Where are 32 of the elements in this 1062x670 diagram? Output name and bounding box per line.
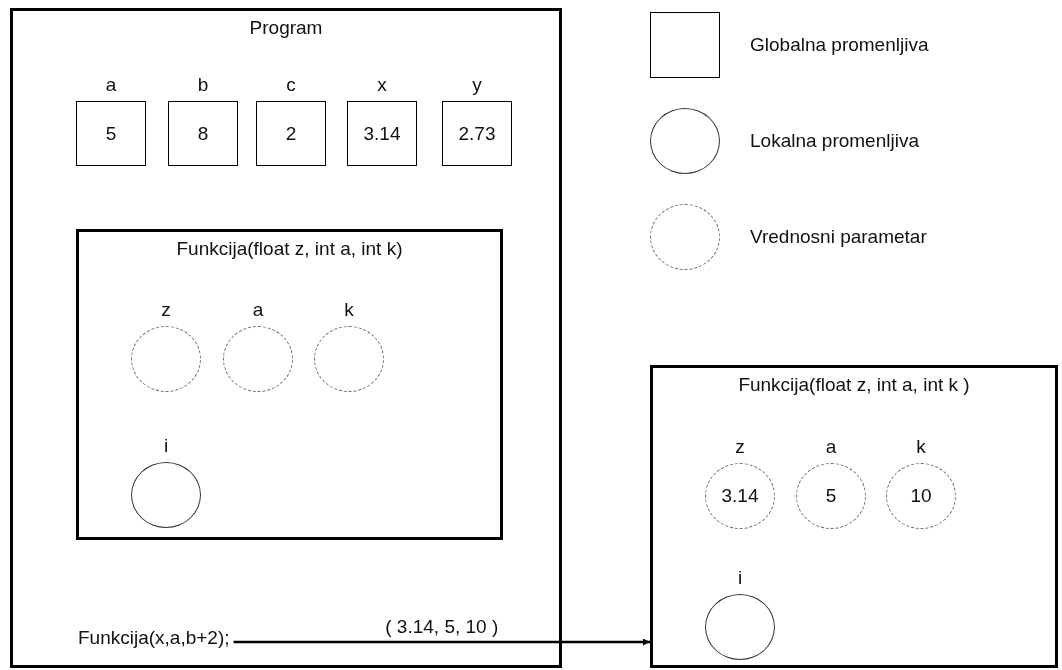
function-signature: Funkcija(float z, int a, int k ) (738, 374, 970, 396)
function-frame (650, 365, 1058, 668)
variable-name: k (344, 298, 354, 322)
legend-label: Lokalna promenljiva (750, 130, 919, 152)
variable-name: a (825, 435, 837, 459)
variable-name: i (737, 566, 743, 590)
variable-box: 8 (168, 101, 238, 166)
parameter-circle: 5 (796, 463, 866, 529)
variable-box: 5 (76, 101, 146, 166)
variable-box: 2.73 (442, 101, 512, 166)
variable-name: k (916, 435, 926, 459)
variable-name: y (472, 73, 482, 97)
variable-name: i (163, 434, 169, 458)
variable-name: a (105, 73, 117, 97)
program-title: Program (249, 17, 323, 39)
function-signature: Funkcija(float z, int a, int k) (176, 238, 403, 260)
parameter-circle: 10 (886, 463, 956, 529)
variable-name: b (197, 73, 209, 97)
variable-name: z (161, 298, 171, 322)
function-frame (76, 229, 503, 540)
function-call-text: Funkcija(x,a,b+2); (78, 623, 230, 653)
variable-box: 3.14 (347, 101, 417, 166)
program-frame (10, 8, 562, 668)
legend-label: Globalna promenljiva (750, 34, 929, 56)
variable-name: x (377, 73, 387, 97)
variable-name: z (735, 435, 745, 459)
variable-box: 2 (256, 101, 326, 166)
variable-name: c (286, 73, 296, 97)
arrow (233, 638, 650, 646)
variable-name: a (252, 298, 264, 322)
parameter-circle: 3.14 (705, 463, 775, 529)
legend-label: Vrednosni parametar (750, 226, 927, 248)
